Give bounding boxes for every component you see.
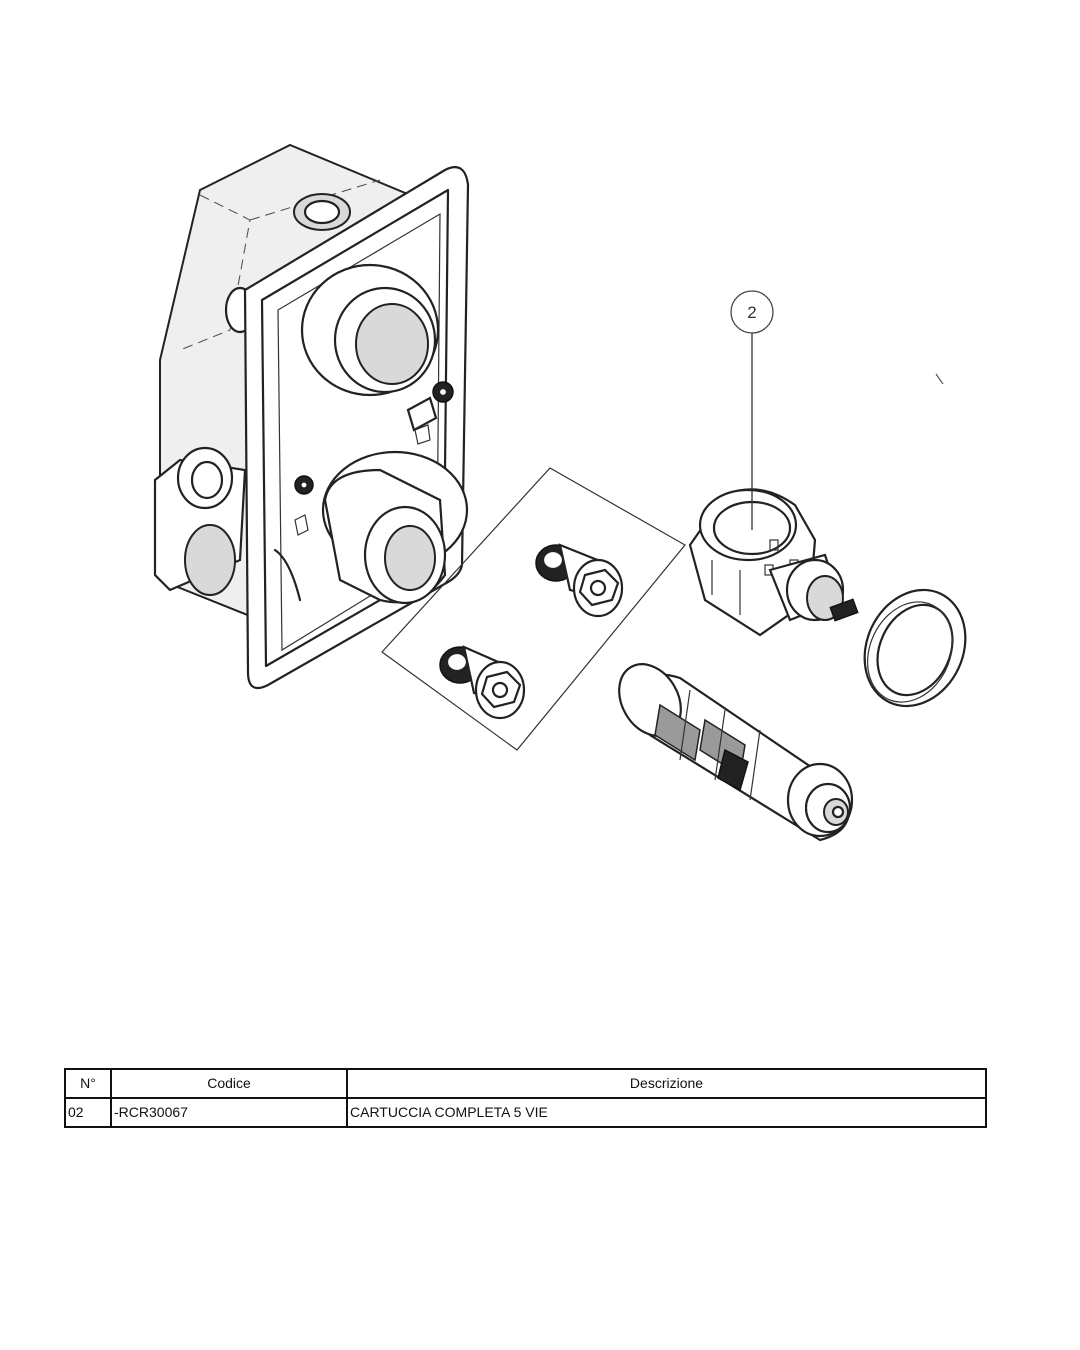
- mixer-body: [153, 143, 470, 690]
- row-code: -RCR30067: [110, 1097, 348, 1128]
- cartridge-head: [688, 488, 859, 637]
- parts-table-header: N° Codice Descrizione: [64, 1068, 987, 1099]
- diverter-cartridge: [618, 663, 854, 842]
- check-valve-upper: [535, 543, 624, 618]
- row-number: 02: [64, 1097, 112, 1128]
- header-description: Descrizione: [346, 1068, 987, 1099]
- row-description: CARTUCCIA COMPLETA 5 VIE: [346, 1097, 987, 1128]
- check-valve-lower: [439, 645, 526, 720]
- callout-balloon: 2: [730, 290, 774, 530]
- callout-number: 2: [747, 303, 756, 322]
- stray-mark: [935, 373, 944, 385]
- header-number: N°: [64, 1068, 112, 1099]
- table-row: 02 -RCR30067 CARTUCCIA COMPLETA 5 VIE: [64, 1097, 987, 1128]
- exploded-view-drawing: 2: [153, 143, 967, 842]
- header-code: Codice: [110, 1068, 348, 1099]
- parts-table: N° Codice Descrizione 02 -RCR30067 CARTU…: [64, 1068, 987, 1128]
- check-valves-group: [381, 467, 686, 751]
- ring-nut: [863, 588, 967, 708]
